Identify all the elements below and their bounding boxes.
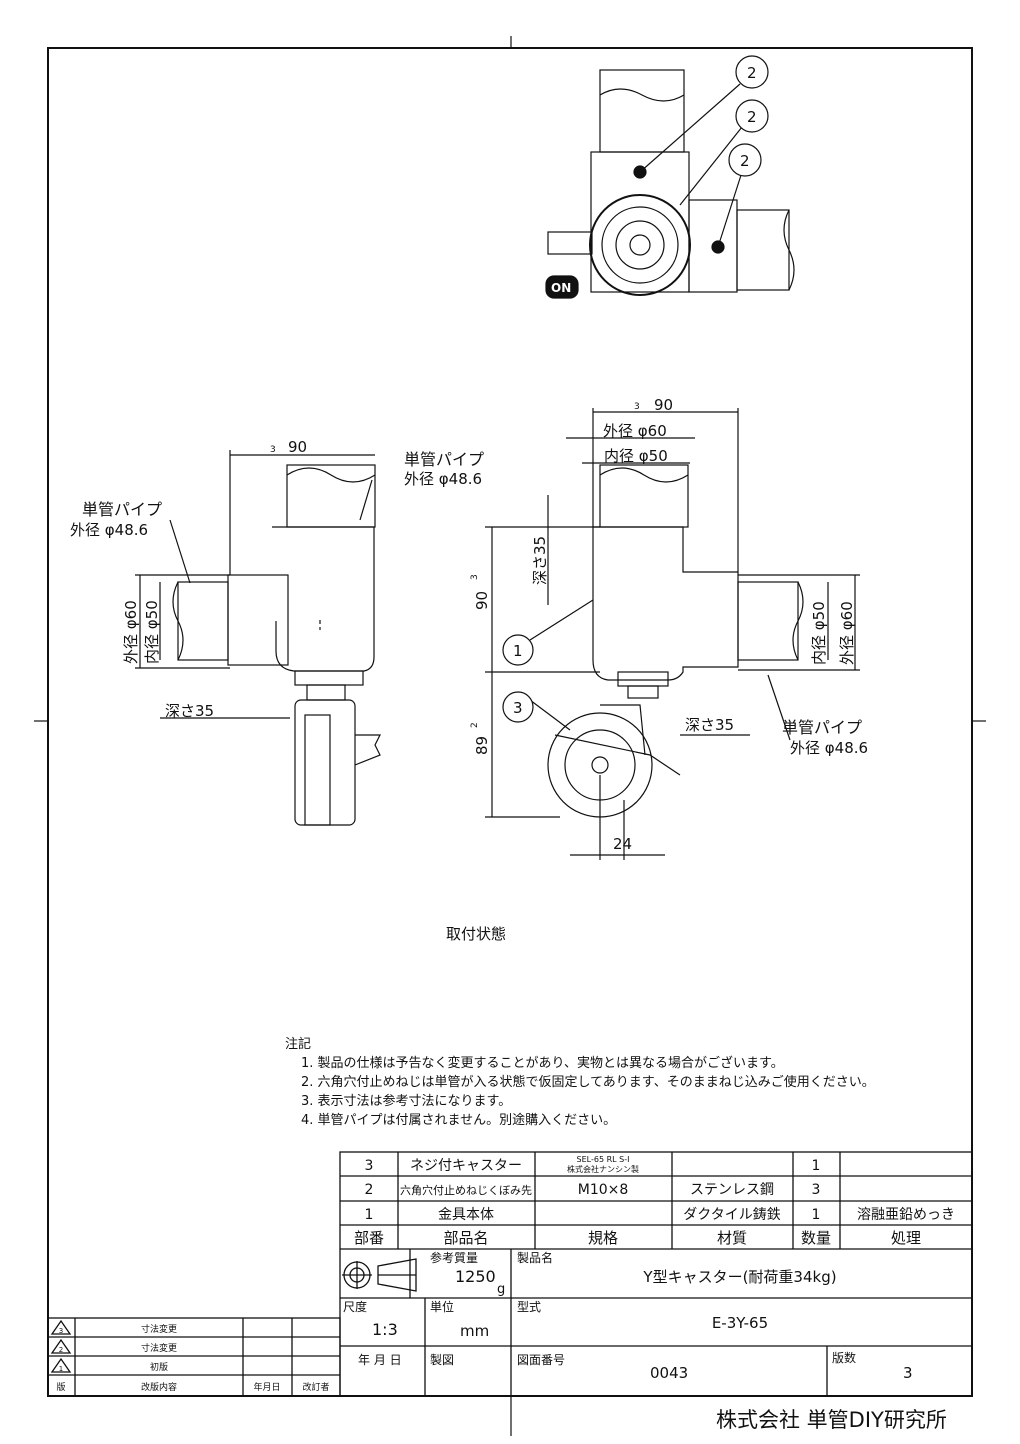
depth-dim: 深さ35 bbox=[531, 536, 549, 585]
rev-mark: 1 bbox=[59, 1365, 63, 1373]
balloon-2c: 2 bbox=[740, 152, 750, 170]
header-no: 部番 bbox=[354, 1229, 384, 1247]
part-spec: M10×8 bbox=[578, 1182, 629, 1198]
od-dim: 外径 φ60 bbox=[603, 422, 667, 440]
pipe-label: 単管パイプ bbox=[782, 718, 862, 737]
part-material: ステンレス鋼 bbox=[690, 1182, 774, 1198]
mass-label: 参考質量 bbox=[430, 1250, 478, 1265]
pipe-label: 単管パイプ bbox=[404, 450, 484, 469]
part-material: ダクタイル鋳鉄 bbox=[683, 1206, 780, 1223]
unit-value: mm bbox=[460, 1322, 489, 1340]
part-no: 3 bbox=[365, 1158, 374, 1174]
note-item: 1. 製品の仕様は予告なく変更することがあり、実物とは異なる場合がございます。 bbox=[301, 1056, 784, 1071]
rev-header-content: 改版内容 bbox=[141, 1381, 177, 1393]
version-value: 3 bbox=[903, 1364, 913, 1382]
balloon-3: 3 bbox=[513, 699, 523, 717]
id-dim: 内径 φ50 bbox=[604, 447, 668, 465]
id-dim: 内径 φ50 bbox=[143, 600, 161, 664]
dim-height: 90 bbox=[473, 591, 491, 610]
company-name: 株式会社 単管DIY研究所 bbox=[716, 1408, 947, 1432]
revision-table-lines bbox=[47, 1317, 341, 1397]
rev-mark: 3 bbox=[59, 1327, 63, 1335]
depth-dim: 深さ35 bbox=[165, 702, 214, 720]
title-block-lines bbox=[339, 1151, 973, 1397]
balloon-1: 1 bbox=[513, 642, 523, 660]
rev-mark: 3 bbox=[634, 402, 640, 412]
balloon-2a: 2 bbox=[747, 64, 757, 82]
pipe-od: 外径 φ48.6 bbox=[790, 739, 868, 757]
note-item: 2. 六角穴付止めねじは単管が入る状態で仮固定してあります、そのままねじ込みご使… bbox=[301, 1075, 875, 1090]
rev-content: 寸法変更 bbox=[141, 1342, 177, 1354]
od-dim: 外径 φ60 bbox=[122, 600, 140, 664]
part-name: 六角穴付止めねじくぼみ先 bbox=[400, 1183, 532, 1197]
mass-unit: g bbox=[497, 1282, 505, 1297]
part-name: ネジ付キャスター bbox=[410, 1158, 522, 1174]
rev-content: 初版 bbox=[150, 1361, 168, 1373]
drawing-no: 0043 bbox=[650, 1364, 688, 1382]
date-label: 年 月 日 bbox=[358, 1353, 402, 1367]
part-spec-maker: 株式会社ナンシン製 bbox=[567, 1164, 639, 1174]
note-item: 4. 単管パイプは付属されません。別途購入ください。 bbox=[301, 1113, 617, 1128]
unit-label: 単位 bbox=[430, 1299, 454, 1314]
model-label: 型式 bbox=[517, 1300, 541, 1314]
header-qty: 数量 bbox=[801, 1229, 831, 1247]
header-spec: 規格 bbox=[588, 1229, 618, 1247]
balloon-2b: 2 bbox=[747, 108, 757, 126]
rev-header-mark: 版 bbox=[56, 1381, 65, 1393]
model-value: E-3Y-65 bbox=[712, 1314, 768, 1332]
on-label: ON bbox=[551, 281, 571, 295]
product-name: Y型キャスター(耐荷重34kg) bbox=[642, 1268, 836, 1286]
part-qty: 1 bbox=[812, 1158, 821, 1174]
id-dim: 内径 φ50 bbox=[810, 601, 828, 665]
rev-mark: 2 bbox=[59, 1346, 63, 1354]
part-name: 金具本体 bbox=[438, 1207, 494, 1223]
header-material: 材質 bbox=[717, 1229, 747, 1247]
pipe-od: 外径 φ48.6 bbox=[70, 521, 148, 539]
rev-content: 寸法変更 bbox=[141, 1323, 177, 1335]
part-treatment: 溶融亜鉛めっき bbox=[857, 1207, 955, 1223]
scale-value: 1:3 bbox=[372, 1320, 398, 1339]
mass-value: 1250 bbox=[455, 1267, 496, 1286]
note-item: 3. 表示寸法は参考寸法になります。 bbox=[301, 1094, 512, 1109]
right-view bbox=[485, 408, 860, 860]
part-no: 1 bbox=[365, 1207, 374, 1223]
dim-width: 90 bbox=[288, 438, 307, 456]
pipe-od: 外径 φ48.6 bbox=[404, 470, 482, 488]
part-qty: 3 bbox=[812, 1182, 821, 1198]
dim-caster: 89 bbox=[473, 736, 491, 755]
rev-mark: 2 bbox=[470, 722, 480, 728]
rev-mark: 3 bbox=[470, 574, 480, 580]
notes-title: 注記 bbox=[285, 1037, 312, 1052]
dim-width: 90 bbox=[654, 396, 673, 414]
drawing-no-label: 図面番号 bbox=[517, 1353, 565, 1367]
notes: 注記 1. 製品の仕様は予告なく変更することがあり、実物とは異なる場合がございま… bbox=[285, 1035, 875, 1130]
drafter-label: 製図 bbox=[430, 1353, 454, 1367]
top-view bbox=[545, 55, 795, 299]
drawing-caption: 取付状態 bbox=[446, 925, 507, 943]
part-no: 2 bbox=[365, 1182, 374, 1198]
part-qty: 1 bbox=[812, 1207, 821, 1223]
version-label: 版数 bbox=[832, 1350, 856, 1365]
left-view bbox=[135, 450, 381, 826]
offset-dim: 24 bbox=[613, 835, 632, 853]
rev-header-reviser: 改訂者 bbox=[302, 1381, 329, 1393]
header-treatment: 処理 bbox=[891, 1229, 921, 1247]
depth-dim: 深さ35 bbox=[685, 716, 734, 734]
product-label: 製品名 bbox=[517, 1250, 553, 1265]
part-spec: SEL-65 RL S-I bbox=[577, 1155, 630, 1164]
rev-mark: 3 bbox=[270, 445, 276, 455]
scale-label: 尺度 bbox=[343, 1299, 367, 1314]
od-dim: 外径 φ60 bbox=[838, 601, 856, 665]
header-name: 部品名 bbox=[443, 1229, 488, 1247]
pipe-label: 単管パイプ bbox=[82, 500, 162, 519]
rev-header-date: 年月日 bbox=[253, 1381, 280, 1393]
